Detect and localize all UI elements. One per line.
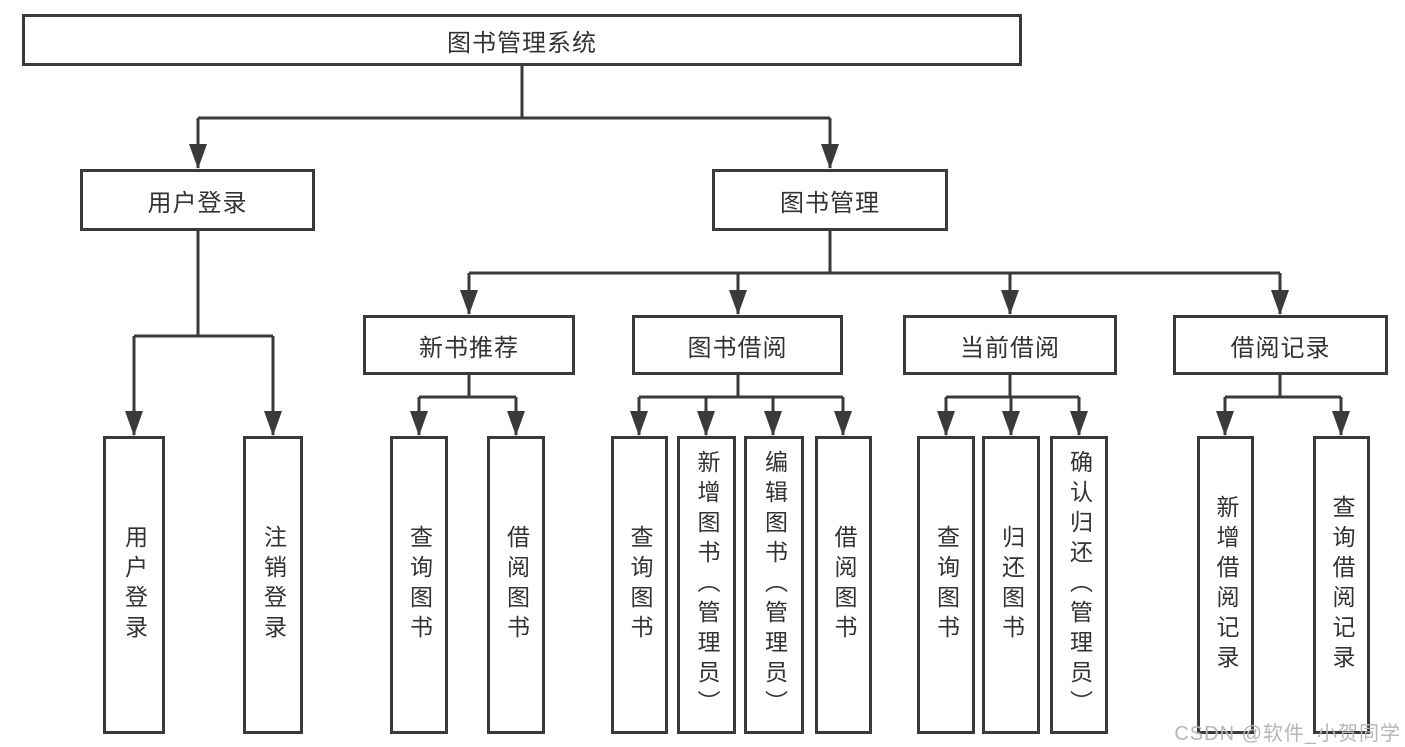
node-current-borrowing-label: 当前借阅 xyxy=(960,334,1060,362)
leaf-edit-books-admin-label: 编辑图书（管理员） xyxy=(761,450,788,720)
node-borrowing-records: 借阅记录 xyxy=(1173,315,1388,375)
leaf-query-books-borrowing: 查询图书 xyxy=(611,436,668,734)
leaf-logout-login-label: 注销登录 xyxy=(260,525,287,645)
node-new-book-recommendation-label: 新书推荐 xyxy=(419,334,519,362)
node-book-management-label: 图书管理 xyxy=(780,189,880,217)
node-book-borrowing-label: 图书借阅 xyxy=(687,334,788,362)
leaf-edit-books-admin: 编辑图书（管理员） xyxy=(744,436,804,734)
leaf-query-books-current-label: 查询图书 xyxy=(933,525,960,645)
node-borrowing-records-label: 借阅记录 xyxy=(1230,334,1331,362)
leaf-query-borrow-record: 查询借阅记录 xyxy=(1313,436,1370,734)
node-library-system: 图书管理系统 xyxy=(22,14,1022,66)
leaf-logout-login: 注销登录 xyxy=(243,436,303,734)
leaf-confirm-return-admin: 确认归还（管理员） xyxy=(1050,436,1108,734)
watermark: CSDN @软件_小贺同学 xyxy=(1174,723,1401,745)
leaf-borrow-books-recommend: 借阅图书 xyxy=(487,436,545,734)
leaf-add-books-admin: 新增图书（管理员） xyxy=(677,436,736,734)
node-library-system-label: 图书管理系统 xyxy=(447,29,597,57)
leaf-add-borrow-record-label: 新增借阅记录 xyxy=(1213,495,1239,675)
leaf-return-books: 归还图书 xyxy=(982,436,1040,734)
leaf-add-books-admin-label: 新增图书（管理员） xyxy=(694,450,720,720)
leaf-user-login-label: 用户登录 xyxy=(121,525,148,645)
leaf-user-login: 用户登录 xyxy=(103,436,165,734)
leaf-query-borrow-record-label: 查询借阅记录 xyxy=(1329,495,1355,675)
leaf-query-books-current: 查询图书 xyxy=(917,436,975,734)
leaf-return-books-label: 归还图书 xyxy=(998,525,1025,645)
leaf-add-borrow-record: 新增借阅记录 xyxy=(1197,436,1254,734)
leaf-query-books-borrowing-label: 查询图书 xyxy=(627,525,653,645)
node-book-borrowing: 图书借阅 xyxy=(632,315,843,375)
leaf-borrow-books-recommend-label: 借阅图书 xyxy=(503,525,530,645)
leaf-borrow-books-borrowing: 借阅图书 xyxy=(815,436,872,734)
leaf-query-books-recommend: 查询图书 xyxy=(390,436,448,734)
node-current-borrowing: 当前借阅 xyxy=(903,315,1117,375)
leaf-query-books-recommend-label: 查询图书 xyxy=(406,525,433,645)
node-book-management: 图书管理 xyxy=(712,169,948,231)
leaf-confirm-return-admin-label: 确认归还（管理员） xyxy=(1066,450,1093,720)
node-new-book-recommendation: 新书推荐 xyxy=(363,315,575,375)
node-user-login-label: 用户登录 xyxy=(147,189,248,217)
leaf-borrow-books-borrowing-label: 借阅图书 xyxy=(831,525,857,645)
node-user-login: 用户登录 xyxy=(80,169,315,231)
